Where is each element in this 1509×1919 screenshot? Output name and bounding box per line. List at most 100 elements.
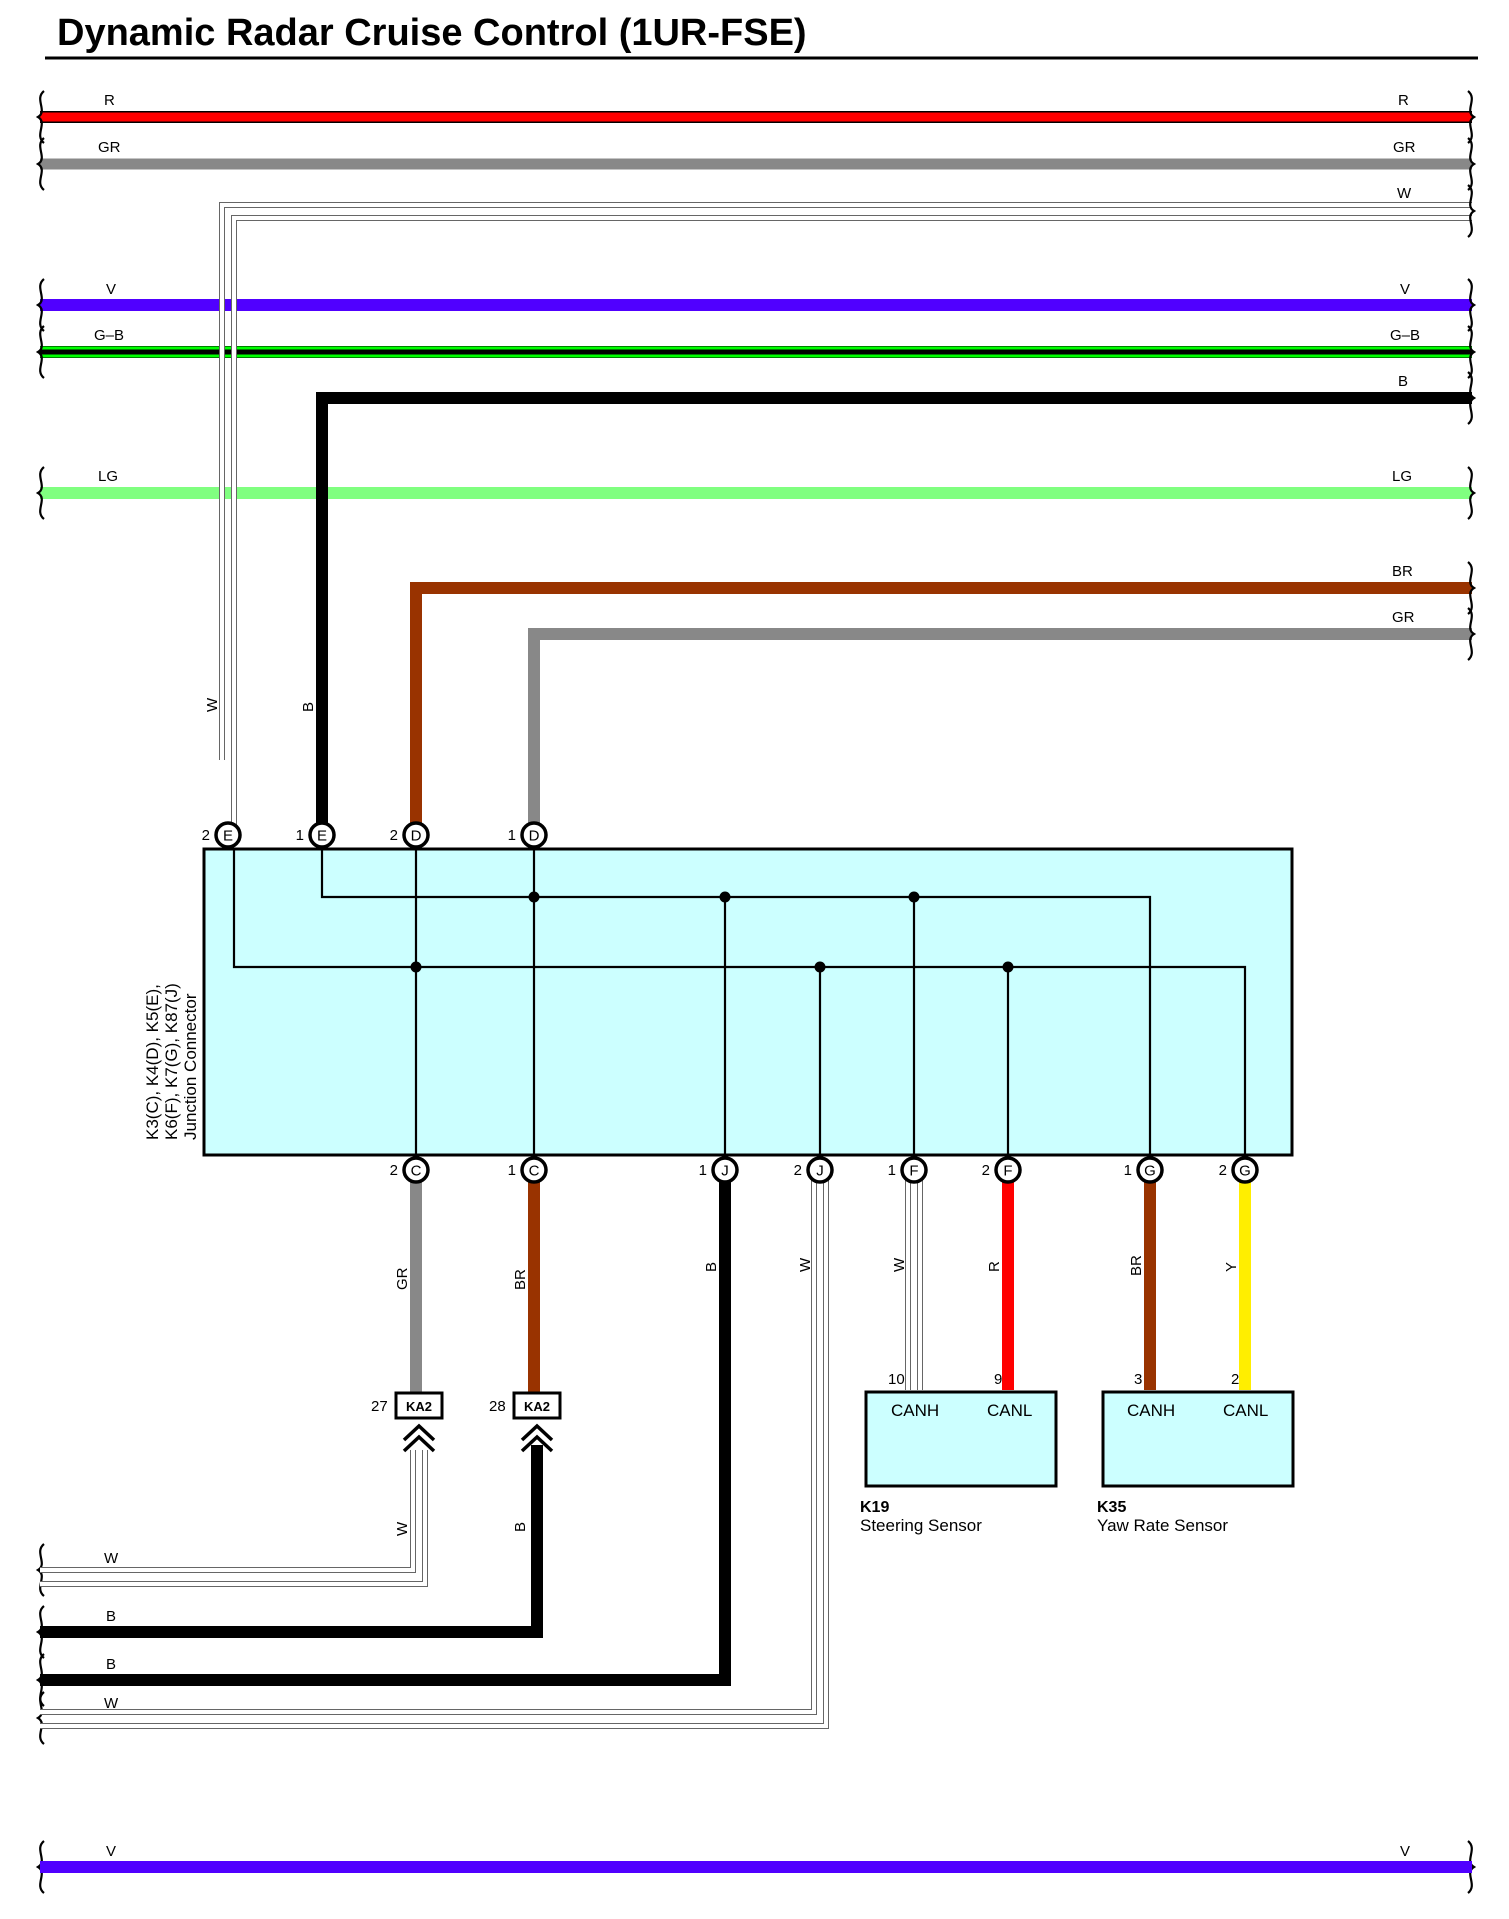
break-mark-left <box>35 1543 45 1597</box>
junction-splice-dots <box>410 891 1014 973</box>
break-mark-right <box>1467 1840 1477 1894</box>
label-j2: W <box>797 1257 814 1272</box>
wire-ka2-27-w <box>40 1450 428 1587</box>
ka2-connector-27: KA2 27 <box>371 1391 444 1453</box>
svg-text:J: J <box>816 1163 824 1180</box>
svg-text:C: C <box>529 1163 540 1180</box>
break-mark-right <box>1467 137 1477 191</box>
svg-text:1: 1 <box>508 827 516 844</box>
junction-pin-bottom-3: J2 <box>794 1156 834 1184</box>
break-mark-left <box>35 1691 45 1745</box>
wire-j2-w <box>40 1170 829 1729</box>
label-f1: W <box>891 1257 908 1272</box>
label-bot-b2: B <box>106 1656 116 1673</box>
svg-text:E: E <box>223 828 233 845</box>
svg-text:CANH: CANH <box>1127 1401 1175 1420</box>
label-lg-left: LG <box>98 468 118 485</box>
label-bot-w2: W <box>104 1695 119 1712</box>
svg-text:3: 3 <box>1134 1371 1142 1388</box>
svg-text:2: 2 <box>982 1162 990 1179</box>
junction-pin-bottom-5: F2 <box>982 1156 1022 1184</box>
junction-pin-bottom-4: F1 <box>888 1156 928 1184</box>
junction-pin-bottom-2: J1 <box>699 1156 739 1184</box>
break-mark-left <box>35 137 45 191</box>
svg-text:CANH: CANH <box>891 1401 939 1420</box>
label-bot-v-left: V <box>106 1843 116 1860</box>
label-r-left: R <box>104 92 115 109</box>
label-bot-b1: B <box>106 1608 116 1625</box>
label-g1: BR <box>1128 1255 1145 1276</box>
label-bot-v-right: V <box>1400 1843 1410 1860</box>
svg-text:C: C <box>411 1163 422 1180</box>
svg-text:2: 2 <box>1219 1162 1227 1179</box>
wire-w-verticals-over <box>219 210 237 835</box>
break-mark-left <box>35 278 45 332</box>
svg-text:F: F <box>909 1163 918 1180</box>
label-br-right: BR <box>1392 563 1413 580</box>
wire-gb-top <box>40 346 1472 358</box>
break-mark-right <box>1467 371 1477 425</box>
junction-pin-top-0: E2 <box>202 821 242 849</box>
wire-gr2-top <box>528 628 1472 835</box>
label-c1: BR <box>512 1269 529 1290</box>
break-mark-left <box>35 466 45 520</box>
svg-text:E: E <box>317 828 327 845</box>
svg-text:1: 1 <box>508 1162 516 1179</box>
svg-text:KA2: KA2 <box>406 1399 432 1414</box>
junction-pin-bottom-6: G1 <box>1124 1156 1164 1184</box>
label-gb-right: G–B <box>1390 327 1420 344</box>
label-ka2-27-w: W <box>394 1521 411 1536</box>
svg-text:1: 1 <box>1124 1162 1132 1179</box>
junction-connector-label: K3(C), K4(D), K5(E), K6(F), K7(G), K87(J… <box>143 983 200 1140</box>
break-mark-right <box>1467 278 1477 332</box>
label-b-right: B <box>1398 373 1408 390</box>
svg-text:2: 2 <box>202 827 210 844</box>
label-f2: R <box>986 1261 1003 1272</box>
svg-text:2: 2 <box>390 827 398 844</box>
break-mark-right <box>1467 184 1477 238</box>
label-v-left: V <box>106 281 116 298</box>
svg-text:D: D <box>529 828 540 845</box>
label-g2: Y <box>1223 1262 1240 1272</box>
label-j1: B <box>703 1262 720 1272</box>
label-vert-b: B <box>300 702 317 712</box>
break-mark-left <box>35 90 45 144</box>
break-mark-left <box>35 1605 45 1659</box>
break-mark-right <box>1467 561 1477 615</box>
wire-ka2-28-b <box>40 1445 543 1638</box>
junction-pin-top-2: D2 <box>390 821 430 849</box>
svg-text:10: 10 <box>888 1371 905 1388</box>
junction-internal-wiring <box>232 849 1247 1155</box>
label-r-right: R <box>1398 92 1409 109</box>
junction-pin-bottom-7: G2 <box>1219 1156 1259 1184</box>
label-gb-left: G–B <box>94 327 124 344</box>
break-mark-right <box>1467 90 1477 144</box>
svg-text:2: 2 <box>390 1162 398 1179</box>
svg-text:K35: K35 <box>1097 1499 1126 1516</box>
svg-text:K6(F), K7(G), K87(J): K6(F), K7(G), K87(J) <box>162 983 181 1140</box>
svg-text:G: G <box>1239 1163 1251 1180</box>
svg-text:Steering Sensor: Steering Sensor <box>860 1516 982 1535</box>
label-c2: GR <box>394 1267 411 1290</box>
wire-j1-b <box>40 1170 731 1686</box>
svg-text:9: 9 <box>994 1371 1002 1388</box>
label-ka2-28-b: B <box>512 1522 529 1532</box>
wire-b-top <box>316 392 1472 835</box>
svg-text:1: 1 <box>699 1162 707 1179</box>
junction-pin-top-3: D1 <box>508 821 548 849</box>
svg-text:G: G <box>1144 1163 1156 1180</box>
svg-text:Yaw Rate Sensor: Yaw Rate Sensor <box>1097 1516 1228 1535</box>
junction-pin-bottom-1: C1 <box>508 1156 548 1184</box>
break-mark-right <box>1467 325 1477 379</box>
label-gr-left: GR <box>98 139 121 156</box>
label-bot-w1: W <box>104 1550 119 1567</box>
k35-yaw-rate-sensor: 3 2 CANH CANL K35 Yaw Rate Sensor <box>1097 1371 1295 1535</box>
svg-text:CANL: CANL <box>1223 1401 1268 1420</box>
svg-text:D: D <box>411 828 422 845</box>
break-mark-left <box>35 1840 45 1894</box>
svg-text:CANL: CANL <box>987 1401 1032 1420</box>
